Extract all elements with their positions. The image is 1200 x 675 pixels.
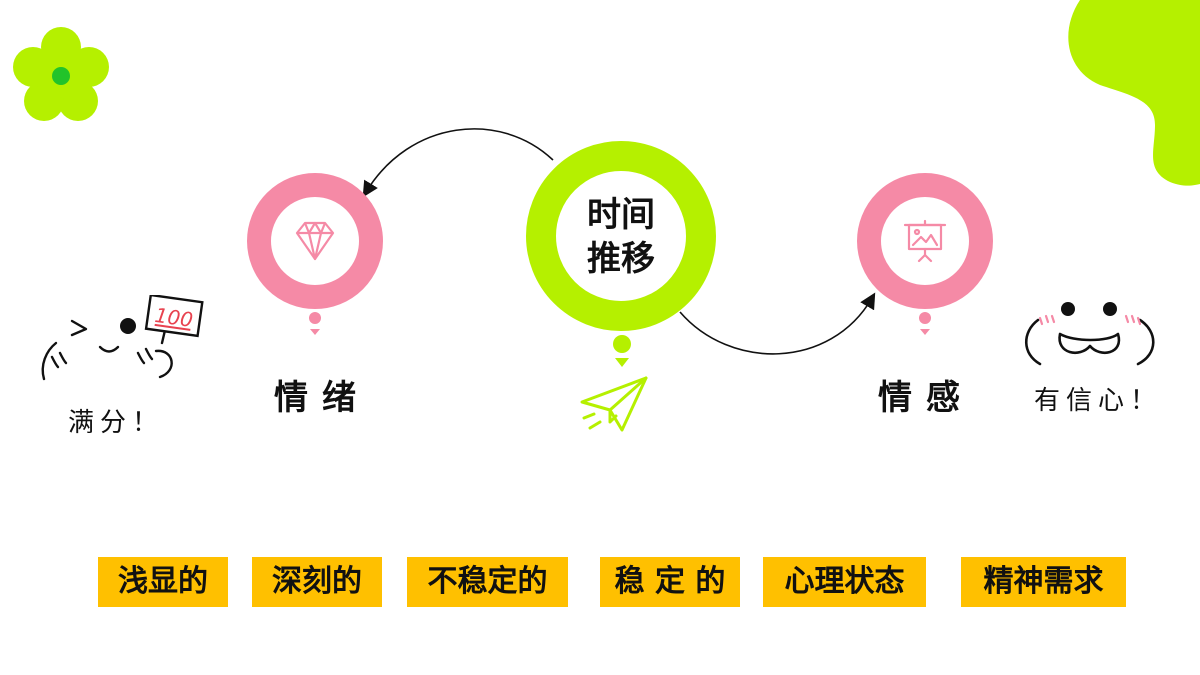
arrow-to-left-node [362, 128, 554, 198]
smiling-face-sticker [1024, 302, 1155, 366]
left-node-label: 情绪 [274, 378, 370, 418]
flower-icon [13, 27, 109, 121]
tag-shallow: 浅显的 [98, 557, 228, 607]
center-label-line1: 时间 [587, 195, 655, 235]
happy-face-sign-sticker: 100 [41, 295, 204, 381]
left-sticker-caption: 满分！ [68, 408, 165, 438]
tag-mental-state: 心理状态 [763, 557, 926, 607]
center-node-label: 时间 推移 [556, 193, 686, 281]
center-node-pointer [613, 335, 631, 367]
center-label-line2: 推移 [587, 239, 655, 279]
right-node-pointer [919, 312, 931, 335]
paper-plane-icon [580, 376, 648, 432]
arrow-to-right-node [679, 292, 876, 355]
blob-decoration [1068, 0, 1200, 186]
tag-spiritual-need: 精神需求 [961, 557, 1126, 607]
left-node-pointer [309, 312, 321, 335]
diamond-icon [295, 221, 335, 261]
tag-stable: 稳 定 的 [600, 557, 740, 607]
right-sticker-caption: 有信心！ [1034, 386, 1163, 416]
right-node-label: 情感 [878, 378, 974, 418]
presentation-board-icon [903, 219, 947, 263]
tag-unstable: 不稳定的 [407, 557, 568, 607]
tag-deep: 深刻的 [252, 557, 382, 607]
